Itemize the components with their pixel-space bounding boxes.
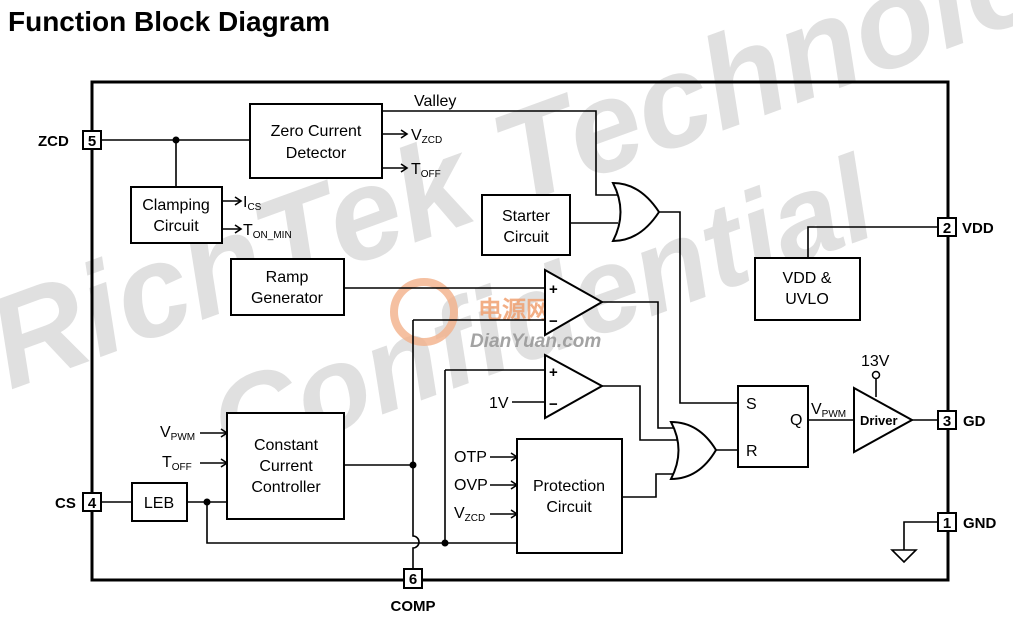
pin-gnd-name: GND — [963, 515, 997, 532]
vzcd-label: VZCD — [411, 127, 442, 146]
pin-gnd: 1 GND — [937, 512, 997, 532]
or-gate-2 — [669, 420, 718, 481]
leb-label: LEB — [144, 495, 174, 512]
latch-q-label: Q — [790, 412, 802, 429]
pin-comp-number: 6 — [409, 571, 417, 588]
toff-input-label: TOFF — [162, 454, 192, 473]
pin-vdd-name: VDD — [962, 220, 994, 237]
ramp-generator-block: Ramp Generator — [230, 258, 345, 316]
comp1-plus-label: + — [549, 281, 558, 298]
comparator-1: + − — [544, 268, 605, 337]
ics-label: ICS — [243, 194, 262, 213]
13v-label: 13V — [861, 353, 890, 370]
clamping-circuit-block: Clamping Circuit — [130, 186, 223, 244]
watermark-logo-icon — [390, 278, 458, 346]
pin-gd-number: 3 — [943, 413, 951, 430]
pin-zcd-number: 5 — [88, 133, 96, 150]
driver-label: Driver — [860, 413, 898, 428]
protection-label-2: Circuit — [546, 499, 592, 516]
clamping-label-2: Circuit — [153, 218, 199, 235]
comparator-2: + − — [544, 353, 605, 420]
protection-circuit-block: Protection Circuit — [516, 438, 623, 554]
vdd-uvlo-block: VDD & UVLO — [754, 257, 861, 321]
starter-label-2: Circuit — [503, 229, 549, 246]
ramp-label-2: Generator — [251, 290, 324, 307]
comp1-minus-label: − — [549, 313, 558, 330]
toff-label: TOFF — [411, 161, 441, 180]
clamping-label-1: Clamping — [142, 197, 210, 214]
ovp-label: OVP — [454, 477, 488, 494]
ccc-label-2: Current — [259, 458, 313, 475]
ramp-label-1: Ramp — [266, 269, 309, 286]
sr-latch-block: S R Q — [737, 385, 809, 468]
starter-circuit-block: Starter Circuit — [481, 194, 571, 256]
pin-gnd-number: 1 — [943, 515, 951, 532]
comp2-minus-label: − — [549, 396, 558, 413]
pin-gd-name: GD — [963, 413, 986, 430]
zcd-label-1: Zero Current — [271, 123, 362, 140]
vpwm-input-label: VPWM — [160, 424, 195, 443]
pin-zcd-name: ZCD — [38, 133, 69, 150]
protection-label-1: Protection — [533, 478, 605, 495]
or-gate-1 — [611, 181, 661, 243]
otp-label: OTP — [454, 449, 487, 466]
ton-min-label: TON_MIN — [243, 222, 292, 241]
uvlo-label-2: UVLO — [785, 291, 829, 308]
constant-current-controller-block: Constant Current Controller — [226, 412, 345, 520]
zero-current-detector-block: Zero Current Detector — [249, 103, 383, 179]
pin-vdd-number: 2 — [943, 220, 951, 237]
ccc-label-1: Constant — [254, 437, 319, 454]
vzcd-input-label: VZCD — [454, 505, 485, 524]
pin-cs-number: 4 — [88, 495, 97, 512]
pin-vdd: 2 VDD — [937, 217, 994, 237]
leb-block: LEB — [131, 482, 188, 522]
pin-cs-name: CS — [55, 495, 76, 512]
driver-buffer: Driver — [853, 386, 915, 454]
1v-label: 1V — [489, 395, 509, 412]
comp2-plus-label: + — [549, 364, 558, 381]
latch-s-label: S — [746, 396, 757, 413]
pin-cs: CS 4 — [55, 492, 102, 512]
starter-label-1: Starter — [502, 208, 551, 225]
valley-label: Valley — [414, 93, 456, 110]
uvlo-label-1: VDD & — [783, 270, 832, 287]
pin-comp: 6 COMP — [391, 568, 436, 615]
vpwm-output-label: VPWM — [811, 401, 846, 420]
pin-comp-name: COMP — [391, 598, 436, 615]
latch-r-label: R — [746, 443, 758, 460]
chip-outline — [90, 80, 950, 582]
diagram-title: Function Block Diagram — [8, 6, 331, 37]
watermark-logo-url: DianYuan.com — [470, 331, 601, 352]
pin-gd: 3 GD — [937, 410, 986, 430]
zcd-label-2: Detector — [286, 145, 347, 162]
wires — [101, 110, 938, 568]
pin-zcd: ZCD 5 — [38, 130, 102, 150]
ccc-label-3: Controller — [251, 479, 321, 496]
